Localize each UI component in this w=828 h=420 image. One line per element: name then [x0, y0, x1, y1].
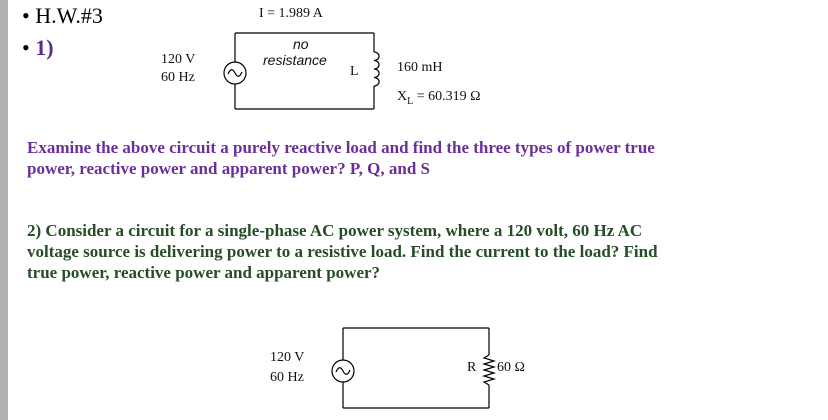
problem-2-text-line3: true power, reactive power and apparent …	[27, 263, 381, 282]
bullet-problem-1: • 1)	[22, 35, 54, 61]
no-resistance-label-line1: no	[293, 36, 309, 52]
bullet-hw3: • H.W.#3	[22, 3, 103, 28]
left-edge-bar	[0, 0, 8, 420]
circuit-1-current-label: I = 1.989 A	[259, 6, 323, 21]
inductor-coil-icon	[373, 51, 380, 87]
reactance-value: XL = 60.319 Ω	[397, 89, 481, 107]
sine-wave-icon	[227, 69, 243, 77]
circuit-2-voltage-label: 120 V	[270, 350, 305, 365]
sine-wave-icon	[335, 367, 351, 375]
circuit-1-voltage-label: 120 V	[161, 52, 196, 67]
resistor-symbol-label: R	[467, 360, 477, 375]
inductor-symbol-label: L	[350, 64, 359, 79]
problem-1-number: 1)	[35, 35, 54, 60]
ac-source-icon	[223, 61, 247, 85]
problem-2-text-line2: voltage source is delivering power to a …	[27, 242, 658, 261]
ac-source-icon	[331, 359, 355, 383]
no-resistance-label-line2: resistance	[263, 52, 327, 68]
reactance-symbol: X	[397, 89, 408, 104]
resistor-icon	[481, 354, 497, 386]
circuit-2-frequency-label: 60 Hz	[270, 370, 304, 385]
bullet-mark: •	[22, 35, 36, 60]
reactance-subscript: L	[407, 95, 414, 107]
inductance-value: 160 mH	[397, 60, 443, 75]
problem-1-text-line1: Examine the above circuit a purely react…	[27, 138, 655, 157]
circuit-2-diagram	[331, 327, 497, 409]
problem-1-text-line2: power, reactive power and apparent power…	[27, 159, 430, 178]
problem-2-text-line1: 2) Consider a circuit for a single-phase…	[27, 221, 643, 240]
reactance-number: = 60.319 Ω	[413, 89, 481, 104]
resistance-value: 60 Ω	[497, 360, 525, 375]
circuit-1-frequency-label: 60 Hz	[161, 70, 195, 85]
